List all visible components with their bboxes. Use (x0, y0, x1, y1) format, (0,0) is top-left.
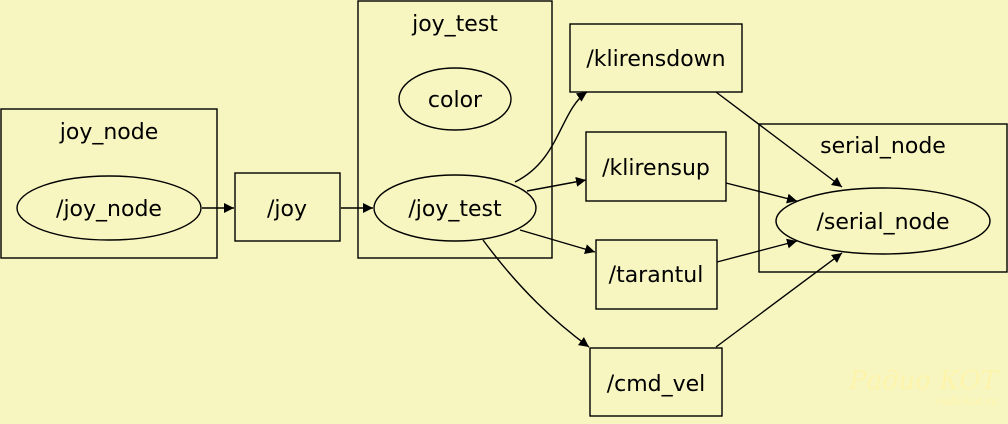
edge-klirensdown-to-serial-node (715, 91, 843, 188)
node-klirensup: /klirensup (585, 131, 727, 202)
cluster-serial-node-label: serial_node (820, 134, 946, 159)
node-color-label: color (428, 88, 483, 113)
node-joy-test: /joy_test (373, 174, 537, 242)
node-serial-node-shape (775, 187, 991, 255)
edge-joy-test-to-tarantul (519, 229, 596, 254)
node-joy-node: /joy_node (16, 175, 202, 241)
cluster-joy-node-box (0, 108, 218, 259)
node-joy-label: /joy (267, 197, 307, 222)
node-serial-node-label: /serial_node (816, 210, 949, 235)
node-klirensup-shape (585, 131, 727, 202)
node-joy-node-label: /joy_node (56, 197, 162, 222)
node-joy-node-shape (16, 175, 202, 241)
edge-joy-test-to-klirensdown (514, 91, 588, 183)
node-cmd-vel: /cmd_vel (589, 347, 723, 417)
node-joy-shape (234, 172, 341, 242)
watermark-logo: Радио КОТ radiokot.ru (848, 366, 1000, 408)
node-cmd-vel-label: /cmd_vel (607, 372, 706, 397)
edges (202, 91, 843, 348)
watermark-logo-text: Радио КОТ (848, 366, 1000, 396)
cluster-joy-node-label: joy_node (59, 120, 159, 145)
node-tarantul: /tarantul (595, 239, 718, 310)
node-joy-test-shape (373, 174, 537, 242)
node-cmd-vel-shape (589, 347, 723, 417)
cluster-joy-test-label: joy_test (411, 12, 498, 37)
edge-joy-test-to-klirensup (526, 176, 587, 192)
node-klirensdown-shape (569, 23, 743, 93)
node-klirensup-label: /klirensup (602, 156, 710, 181)
node-serial-node: /serial_node (775, 187, 991, 255)
node-tarantul-shape (595, 239, 718, 310)
edge-tarantul-to-serial-node (716, 238, 798, 263)
node-color: color (398, 67, 512, 131)
edge-joy-test-to-cmd-vel (482, 239, 590, 348)
node-joy-test-label: /joy_test (408, 197, 502, 222)
node-color-shape (398, 67, 512, 131)
cluster-joy-test-box (357, 0, 553, 259)
node-tarantul-label: /tarantul (609, 263, 704, 288)
edge-cmd-vel-to-serial-node (715, 252, 843, 348)
cluster-joy-test: joy_test (357, 0, 553, 259)
node-klirensdown-label: /klirensdown (586, 47, 725, 72)
cluster-joy-node: joy_node (0, 108, 218, 259)
node-klirensdown: /klirensdown (569, 23, 743, 93)
cluster-serial-node-box (758, 123, 1008, 273)
cluster-serial-node: serial_node (758, 123, 1008, 273)
node-joy: /joy (234, 172, 341, 242)
edge-klirensup-to-serial-node (725, 182, 798, 204)
watermark-site-text: radiokot.ru (935, 395, 998, 408)
